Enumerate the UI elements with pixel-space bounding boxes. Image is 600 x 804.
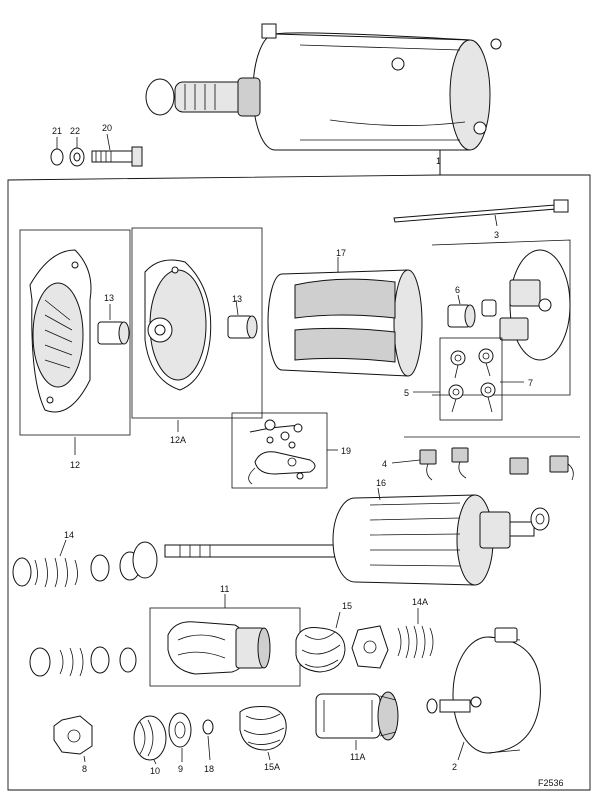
label-8: 8 [82, 764, 87, 774]
part-13-bush-left: 13 [97, 293, 130, 345]
label-2: 2 [452, 762, 457, 772]
label-14a: 14A [412, 597, 428, 607]
part-11-drive: 11 [149, 584, 301, 687]
part-15-sleeve: 15 [295, 601, 352, 673]
part-1-starter-motor: 1 [145, 23, 502, 175]
part-4-brushes: 4 [382, 436, 580, 481]
label-11: 11 [220, 584, 229, 594]
label-9: 9 [178, 764, 183, 774]
label-19: 19 [341, 446, 351, 456]
label-13-right: 13 [232, 294, 242, 304]
label-7: 7 [528, 378, 533, 388]
part-brush-bracket [431, 239, 571, 396]
part-2-cover-band: 2 [452, 627, 541, 772]
part-18-circlip: 18 [202, 719, 214, 774]
part-11a-pinion: 11A [315, 691, 399, 762]
label-15: 15 [342, 601, 352, 611]
label-10: 10 [150, 766, 160, 776]
label-20: 20 [102, 123, 112, 133]
part-14-spring: 14 [12, 530, 158, 588]
assembly-frame [7, 174, 591, 791]
figure-code: F2536 [538, 778, 564, 788]
part-19-terminal-kit: 19 [231, 412, 351, 489]
part-14a-spring: 14A [397, 597, 434, 659]
part-15a-sleeve: 15A [239, 706, 287, 772]
part-5-7-springs: 5 7 [404, 337, 533, 421]
part-6-bush: 6 [447, 285, 497, 328]
label-13-left: 13 [104, 293, 114, 303]
label-12a: 12A [170, 435, 186, 445]
part-8-nut: 8 [53, 715, 93, 774]
part-20-bolt-group: 21 22 20 [50, 123, 143, 167]
label-1: 1 [436, 156, 441, 166]
label-15a: 15A [264, 762, 280, 772]
label-21: 21 [52, 126, 62, 136]
label-4: 4 [382, 459, 387, 469]
part-pinion-cap [351, 625, 389, 669]
label-5: 5 [404, 388, 409, 398]
label-11a: 11A [350, 752, 365, 762]
label-14: 14 [64, 530, 74, 540]
label-22: 22 [70, 126, 80, 136]
part-9-collar: 9 [168, 712, 192, 774]
label-16: 16 [376, 478, 386, 488]
label-6: 6 [455, 285, 460, 295]
label-12: 12 [70, 460, 80, 470]
label-17: 17 [336, 248, 346, 258]
part-10-washer: 10 [133, 715, 167, 776]
part-band-screw [426, 696, 482, 714]
label-18: 18 [204, 764, 214, 774]
part-16-armature: 16 [164, 478, 550, 586]
part-12a-end-plate: 12A [131, 227, 263, 445]
part-12-drive-end-plate: 12 [19, 229, 131, 470]
part-17-yoke: 17 [267, 248, 423, 377]
label-3: 3 [494, 230, 499, 240]
part-13-bush-right: 13 [227, 294, 258, 339]
part-drive-washers [29, 646, 137, 677]
part-3-tie-bolt: 3 [393, 199, 569, 240]
